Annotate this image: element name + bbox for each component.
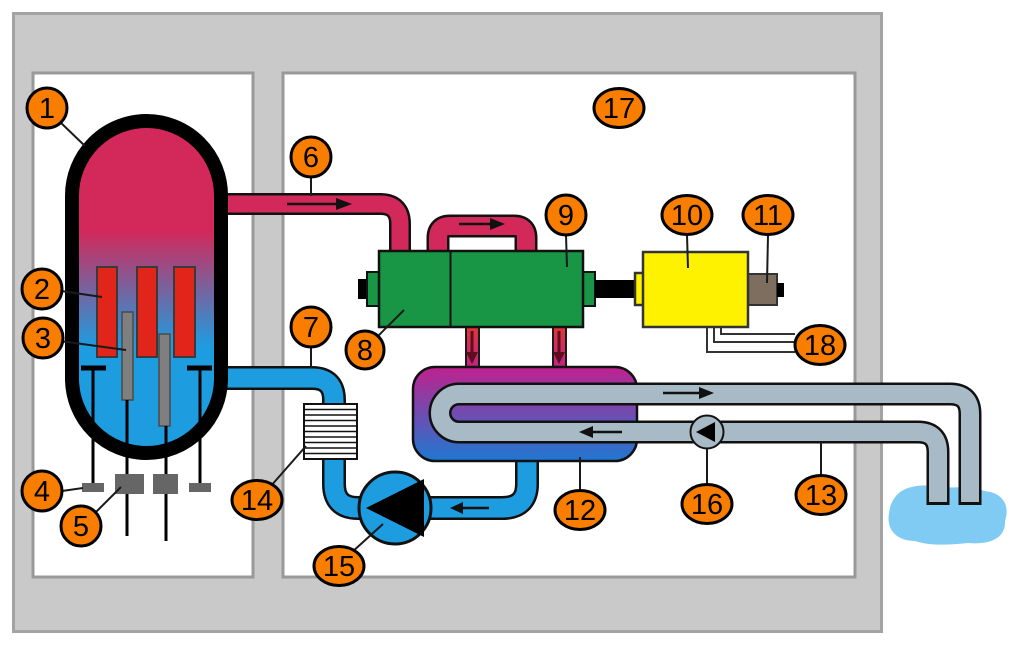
generator <box>633 250 784 329</box>
callout-8-label: 8 <box>357 335 373 367</box>
callout-14: 14 <box>230 479 284 521</box>
callout-16-label: 16 <box>691 489 723 521</box>
callout-12-label: 12 <box>564 495 596 527</box>
generator-casing <box>641 250 750 329</box>
feedwater-pipe <box>222 366 539 520</box>
callout-18-label: 18 <box>804 330 836 362</box>
callout-6: 6 <box>289 135 333 179</box>
callout-17-label: 17 <box>603 93 635 125</box>
callout-17: 17 <box>592 87 646 129</box>
reactor-pressure-vessel <box>65 114 228 541</box>
callout-8: 8 <box>344 329 386 371</box>
callout-10: 10 <box>660 194 714 236</box>
control-rod-drives <box>82 474 211 494</box>
callout-2: 2 <box>20 267 64 311</box>
preheater <box>303 403 358 460</box>
callout-7: 7 <box>289 305 333 349</box>
callout-14-label: 14 <box>241 485 273 517</box>
callout-2-label: 2 <box>34 274 50 306</box>
callout-1-label: 1 <box>39 93 55 125</box>
callout-3-label: 3 <box>35 323 51 355</box>
flow-arrows <box>287 198 714 514</box>
feedwater-pump <box>357 470 433 546</box>
callout-4-label: 4 <box>34 476 50 508</box>
pump-flow-arrow-icon <box>366 479 424 537</box>
callout-9-label: 9 <box>558 200 574 232</box>
callout-5: 5 <box>59 504 103 548</box>
turbine-generator-shaft <box>595 280 637 298</box>
steam-crossover-pipe <box>426 214 538 255</box>
callout-leader-lines <box>58 120 822 554</box>
callout-12: 12 <box>553 489 607 531</box>
callout-3: 3 <box>21 316 65 360</box>
exciter-shaft-stub <box>777 283 784 297</box>
steam-pipe <box>222 193 411 254</box>
callout-13: 13 <box>794 474 848 516</box>
circulation-pump-standpipes <box>81 365 212 541</box>
callout-10-label: 10 <box>671 200 703 232</box>
callout-16: 16 <box>680 483 734 525</box>
callout-4: 4 <box>20 469 64 513</box>
callout-9: 9 <box>544 193 588 237</box>
turbine <box>358 249 637 329</box>
callout-11-label: 11 <box>753 200 783 232</box>
callout-15-label: 15 <box>323 551 355 583</box>
exciter <box>747 273 778 306</box>
callout-18: 18 <box>793 324 847 366</box>
callout-11: 11 <box>741 194 795 236</box>
turbine-shaft-stub <box>358 279 368 299</box>
grid-connection-wires <box>706 327 795 353</box>
callout-6-label: 6 <box>303 142 319 174</box>
turbine-casing <box>377 249 585 329</box>
cooling-water-pipe <box>428 382 982 505</box>
callout-13-label: 13 <box>805 480 837 512</box>
callout-15: 15 <box>312 545 366 587</box>
pump-flow-arrow-icon <box>696 422 715 442</box>
fuel-rods <box>96 266 196 358</box>
callout-7-label: 7 <box>303 312 319 344</box>
callout-5-label: 5 <box>73 511 89 543</box>
callout-1: 1 <box>25 86 69 130</box>
cooling-water-pump <box>689 414 725 450</box>
